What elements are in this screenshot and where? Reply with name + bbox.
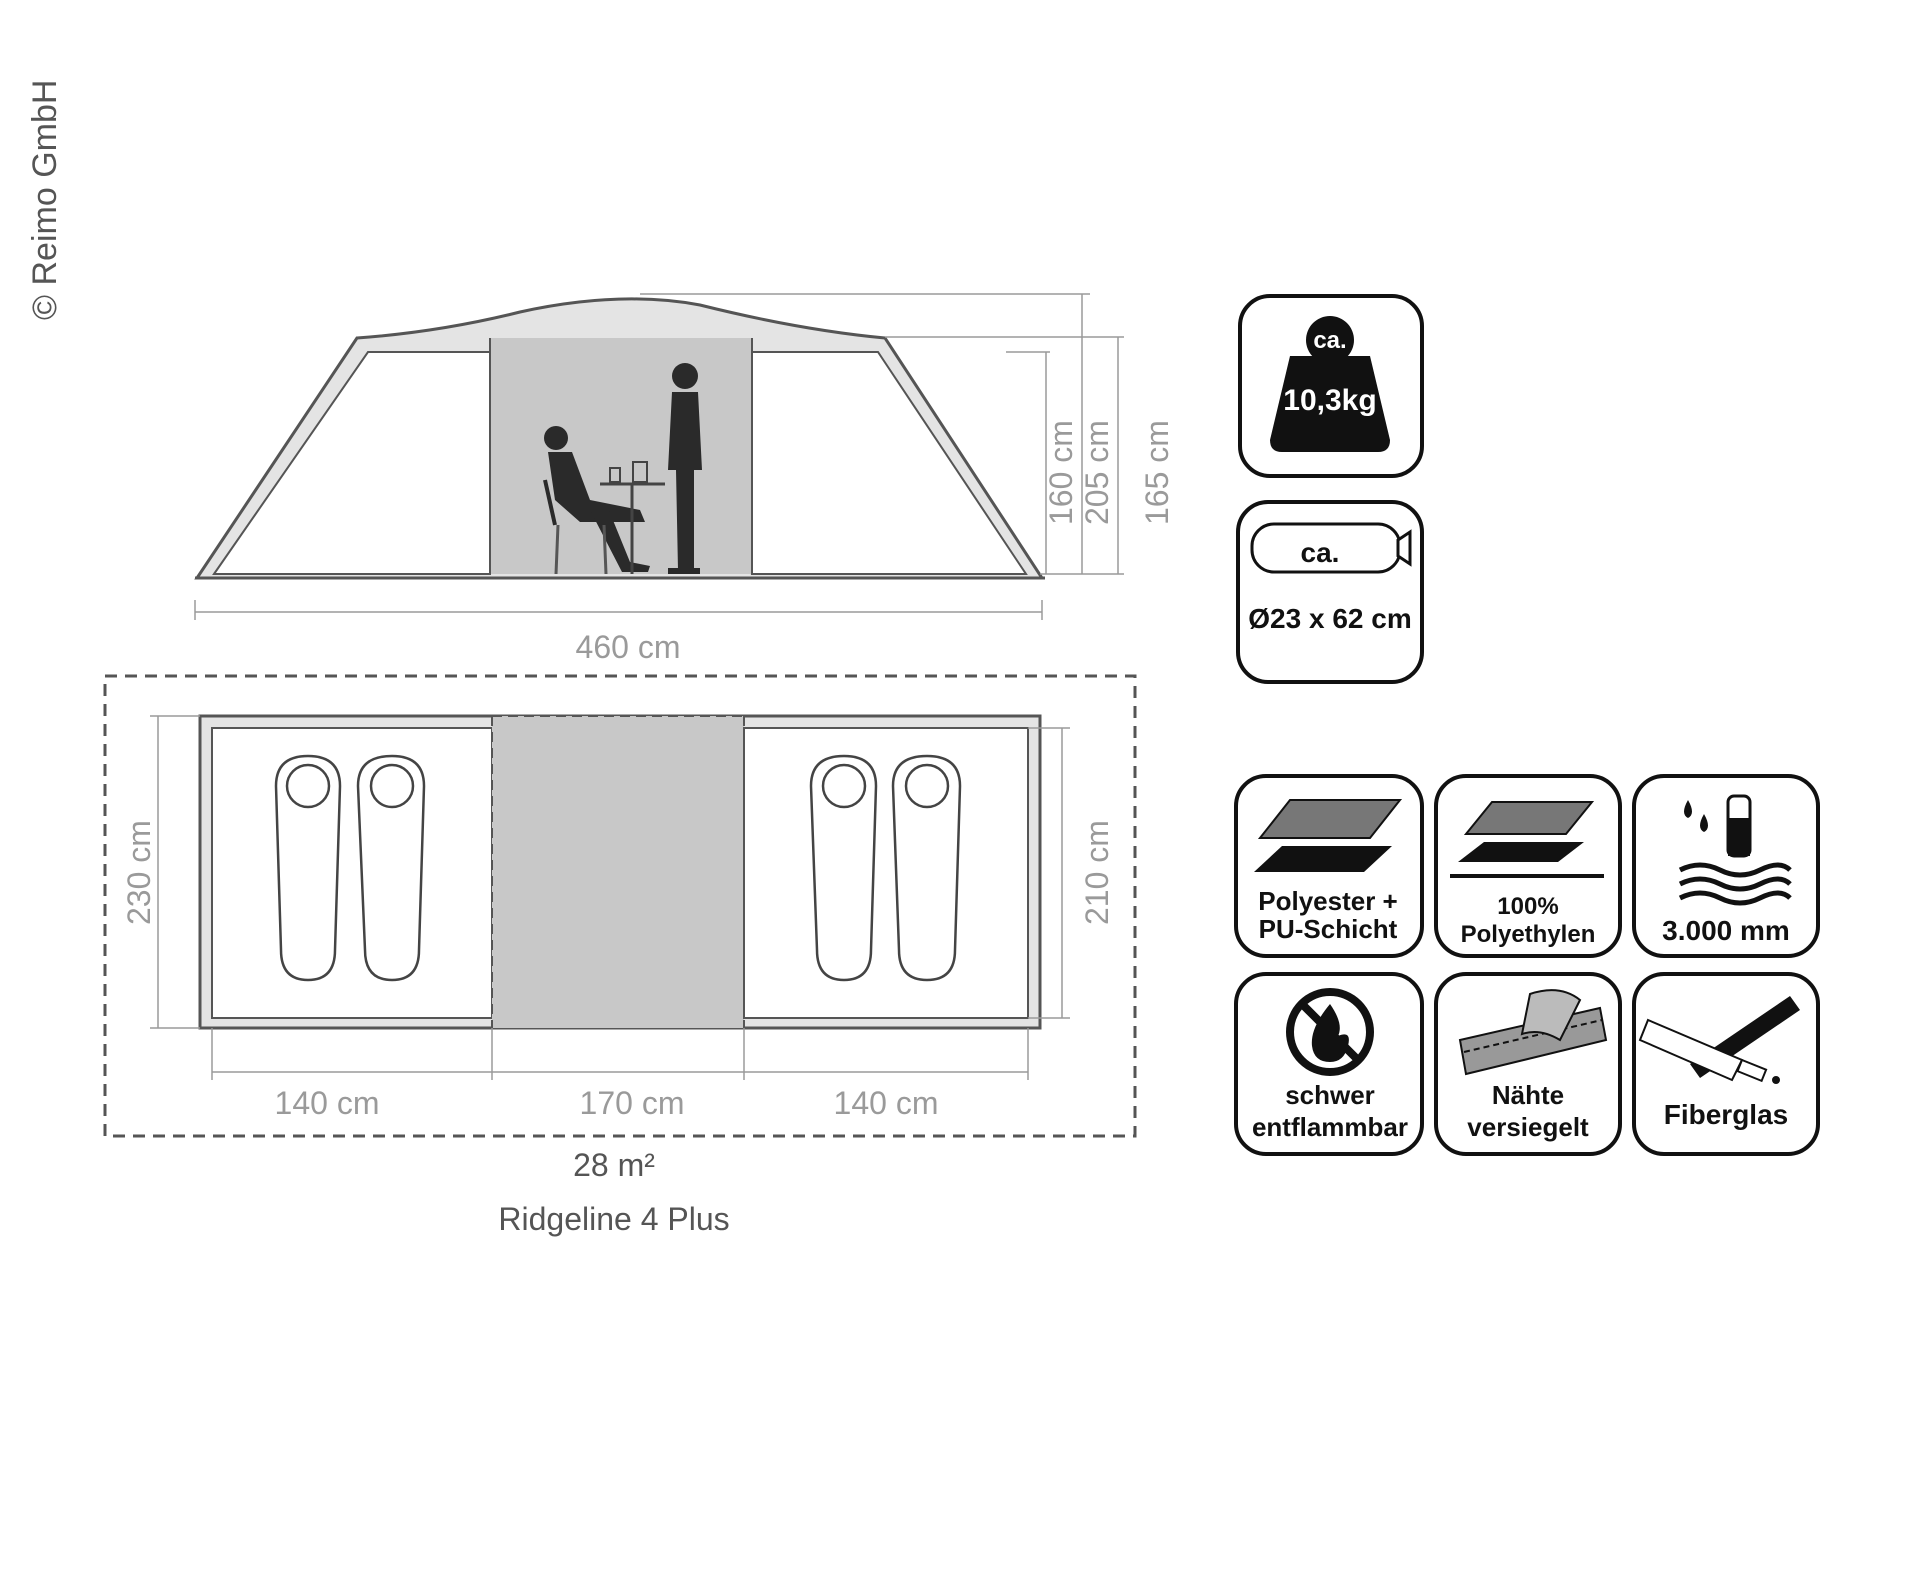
depth-outer-label: 230 cm: [121, 820, 157, 925]
weight-icon: [1270, 316, 1390, 452]
flame-retardant-feature: schwer entflammbar: [1234, 972, 1424, 1156]
outer-fabric-line1: Polyester +: [1258, 886, 1397, 916]
outer-fabric-line2: PU-Schicht: [1259, 914, 1398, 944]
depth-inner-label: 210 cm: [1079, 820, 1115, 925]
side-view: [194, 297, 1045, 580]
floor-material-line2: Polyethylen: [1461, 921, 1596, 948]
seated-person-figure: [543, 426, 650, 575]
flame-line1: schwer: [1285, 1080, 1375, 1110]
outer-fabric-feature: Polyester + PU-Schicht: [1234, 774, 1424, 958]
water-column-value: 3.000 mm: [1662, 915, 1790, 946]
floor-layers-icon: [1450, 801, 1604, 878]
floor-material-feature: 100% Polyethylen: [1434, 774, 1622, 958]
water-column-feature: 3.000 mm: [1632, 774, 1820, 958]
copyright-text: © Reimo GmbH: [26, 80, 64, 320]
fabric-layers-icon: [1254, 799, 1403, 872]
no-fire-icon: [1286, 988, 1374, 1076]
side-left-cabin: [212, 351, 491, 575]
weight-feature: ca. 10,3kg: [1238, 294, 1424, 478]
poles-label: Fiberglas: [1664, 1099, 1788, 1130]
sealed-seams-feature: Nähte versiegelt: [1434, 972, 1622, 1156]
sleeping-bag: [809, 754, 878, 982]
flame-line2: entflammbar: [1252, 1112, 1408, 1142]
area-label: 28 m²: [573, 1147, 655, 1183]
footprint-dashed-outline: [103, 674, 1137, 1138]
pack-size-feature: ca. Ø23 x 62 cm: [1236, 500, 1424, 684]
seam-tape-icon: [1458, 989, 1608, 1076]
sleeping-bag: [891, 754, 962, 982]
height-label-165: 165 cm: [1139, 420, 1175, 525]
seams-line1: Nähte: [1492, 1080, 1564, 1110]
table-figure: [600, 461, 665, 574]
model-name: Ridgeline 4 Plus: [498, 1201, 729, 1237]
height-label-205: 205 cm: [1079, 420, 1115, 525]
section-label-left: 140 cm: [275, 1085, 380, 1121]
weight-value: 10,3kg: [1283, 384, 1376, 417]
pole-icon: [1638, 996, 1800, 1084]
pack-size-value: Ø23 x 62 cm: [1248, 603, 1411, 634]
sleeping-bag: [356, 754, 426, 982]
pack-size-prefix: ca.: [1301, 537, 1340, 568]
floor-right-cabin: [743, 727, 1029, 1019]
floor-living-area: [492, 716, 744, 1028]
side-width-label: 460 cm: [576, 629, 681, 665]
water-column-icon: [1678, 794, 1792, 906]
seams-line2: versiegelt: [1467, 1112, 1589, 1142]
side-right-cabin: [751, 351, 1028, 575]
side-living-area: [490, 338, 752, 574]
height-label-160: 160 cm: [1043, 420, 1079, 525]
pack-bag-icon: [1250, 522, 1412, 574]
floor-dimensions: [150, 715, 1070, 1080]
floor-material-line1: 100%: [1497, 893, 1558, 920]
floor-left-cabin: [211, 727, 493, 1019]
sleeping-bag: [274, 754, 342, 982]
standing-person-figure: [668, 363, 702, 574]
section-label-center: 170 cm: [580, 1085, 685, 1121]
weight-prefix: ca.: [1313, 327, 1346, 354]
floor-plan: [103, 674, 1137, 1138]
section-label-right: 140 cm: [834, 1085, 939, 1121]
fiberglass-poles-feature: Fiberglas: [1632, 972, 1820, 1156]
side-dimensions: [194, 293, 1124, 620]
